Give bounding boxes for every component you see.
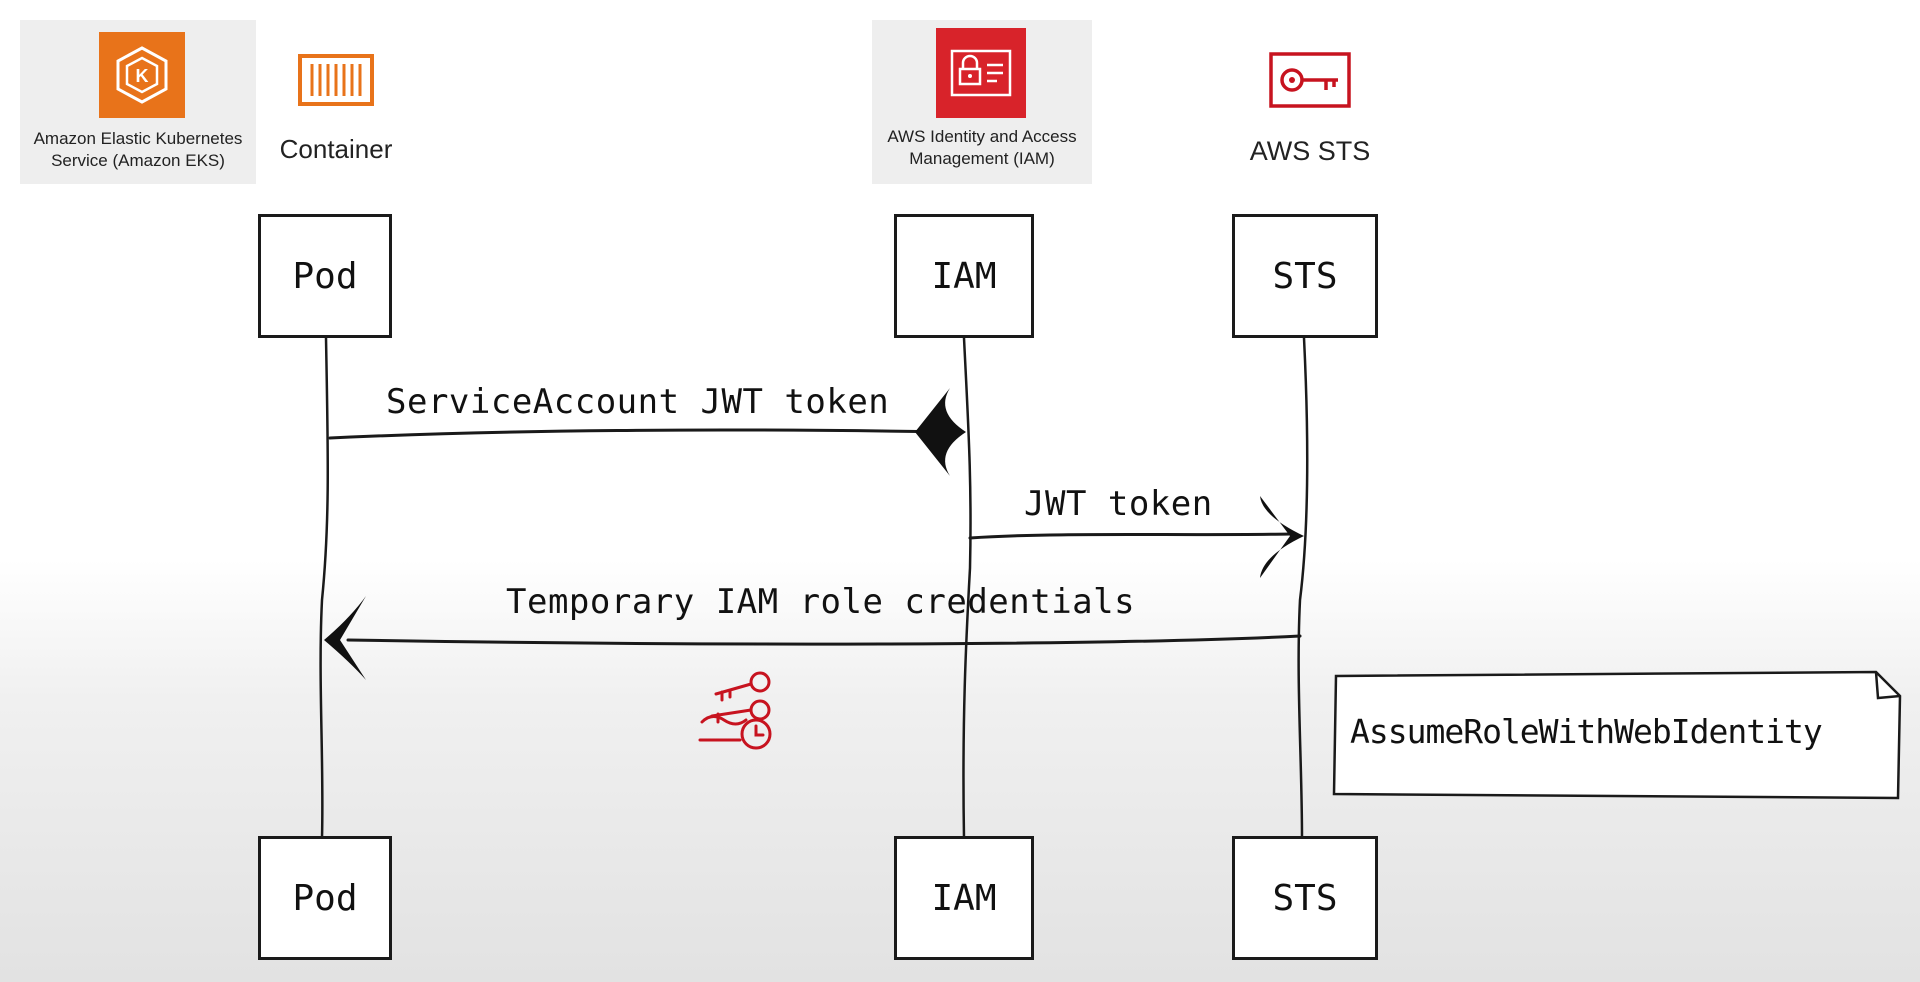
svg-text:K: K	[136, 66, 149, 86]
arrow-m1-line	[328, 428, 950, 440]
arrow-m3-line	[346, 634, 1302, 646]
container-icon	[296, 50, 376, 110]
temporary-credentials-keys-icon	[694, 664, 784, 754]
arrow-m2-line	[968, 532, 1292, 540]
message-jwt-token: JWT token	[1024, 484, 1213, 524]
arrow-m2-head	[1260, 496, 1304, 578]
eks-label: Amazon Elastic Kubernetes Service (Amazo…	[33, 129, 243, 170]
container-label: Container	[279, 134, 393, 164]
arrow-m3-head	[324, 596, 366, 680]
pod-lifeline	[319, 336, 330, 840]
note-assume-role: AssumeRoleWithWebIdentity	[1350, 712, 1823, 751]
note-shape	[1332, 670, 1902, 800]
sts-box-top: STS	[1232, 214, 1378, 338]
sts-key-icon	[1268, 50, 1352, 110]
iam-lifeline	[962, 336, 972, 840]
iam-legend-card: AWS Identity and Access Management (IAM)	[872, 20, 1092, 184]
pod-box-top: Pod	[258, 214, 392, 338]
sts-box-bottom: STS	[1232, 836, 1378, 960]
pod-box-bottom: Pod	[258, 836, 392, 960]
arrow-m1-head	[915, 388, 966, 476]
sts-lifeline	[1297, 336, 1309, 840]
eks-kubernetes-icon: K	[99, 32, 185, 118]
iam-lock-card-icon	[936, 28, 1026, 118]
sts-label: AWS STS	[1249, 136, 1371, 166]
iam-box-bottom: IAM	[894, 836, 1034, 960]
eks-legend-card: K Amazon Elastic Kubernetes Service (Ama…	[20, 20, 256, 184]
message-serviceaccount-jwt: ServiceAccount JWT token	[386, 382, 890, 422]
iam-box-top: IAM	[894, 214, 1034, 338]
message-temporary-credentials: Temporary IAM role credentials	[506, 582, 1136, 622]
iam-label: AWS Identity and Access Management (IAM)	[887, 127, 1077, 168]
